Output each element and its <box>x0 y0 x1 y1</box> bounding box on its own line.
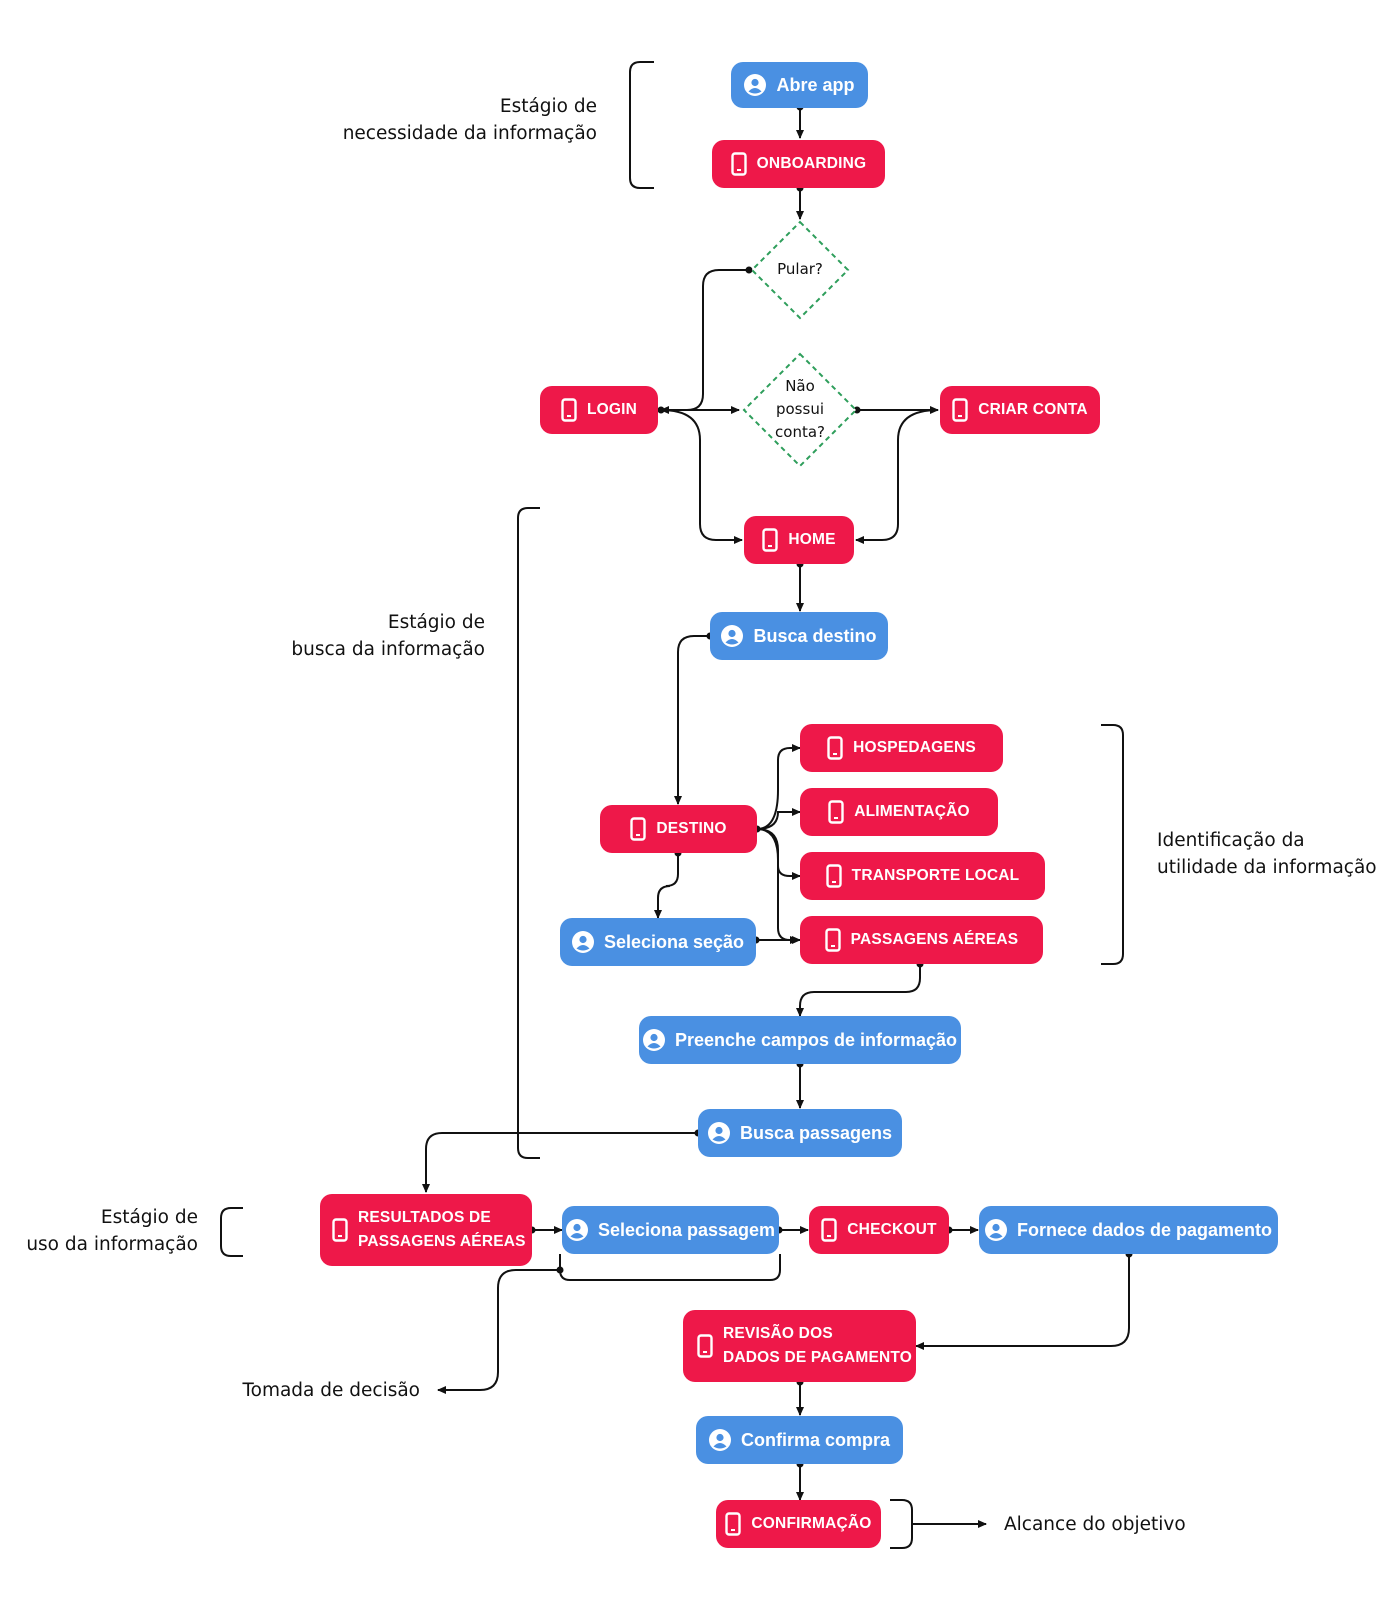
node-label: Abre app <box>776 75 855 95</box>
node-label: CRIAR CONTA <box>978 401 1088 418</box>
node-login: LOGIN <box>540 386 658 434</box>
edge-bracket-decisao <box>437 1269 560 1394</box>
node-label: REVISÃO DOS DADOS DE PAGAMENTO <box>723 1325 913 1366</box>
edge-pular-login <box>660 269 749 414</box>
user-icon <box>565 1219 588 1241</box>
decision-pular-shape <box>750 220 850 320</box>
node-busca-passagens: Busca passagens <box>698 1109 902 1157</box>
node-alimentacao: ALIMENTAÇÃO <box>800 788 998 836</box>
node-confirma-compra: Confirma compra <box>696 1416 903 1464</box>
node-label: Preenche campos de informação <box>674 1030 958 1050</box>
node-resultados-passagens-aereas: RESULTADOS DE PASSAGENS AÉREAS <box>320 1194 532 1266</box>
phone-icon <box>697 1334 713 1358</box>
bracket-use <box>220 1207 243 1257</box>
stage-utility-label: Identificação da utilidade da informação <box>1157 830 1377 878</box>
node-label: ONBOARDING <box>756 155 867 172</box>
node-label: LOGIN <box>586 401 638 418</box>
node-label: PASSAGENS AÉREAS <box>850 931 1019 948</box>
node-label: ALIMENTAÇÃO <box>854 803 970 820</box>
node-preenche-campos: Preenche campos de informação <box>639 1016 961 1064</box>
user-icon <box>708 1429 731 1451</box>
node-revisao-dados-pagamento: REVISÃO DOS DADOS DE PAGAMENTO <box>683 1310 916 1382</box>
user-icon <box>707 1122 730 1144</box>
node-onboarding: ONBOARDING <box>712 140 885 188</box>
edge-criarconta-home <box>855 409 939 544</box>
edge-buscadestino-destino <box>674 635 710 805</box>
outcome-goal-label: Alcance do objetivo <box>1004 1514 1186 1535</box>
node-confirmacao: CONFIRMAÇÃO <box>716 1500 881 1548</box>
bracket-need <box>629 61 654 189</box>
phone-icon <box>827 736 843 760</box>
bracket-search <box>517 507 540 1159</box>
phone-icon <box>824 928 841 952</box>
user-icon <box>984 1219 1007 1241</box>
phone-icon <box>762 528 779 552</box>
node-label: HOME <box>788 531 836 548</box>
node-label: CHECKOUT <box>847 1221 937 1238</box>
phone-icon <box>630 817 647 841</box>
edge-login-home <box>660 409 743 544</box>
node-label: Seleciona passagem <box>597 1220 776 1240</box>
user-icon <box>642 1029 665 1051</box>
node-label: DESTINO <box>656 820 727 837</box>
user-icon <box>571 931 594 953</box>
node-label: Confirma compra <box>740 1430 891 1450</box>
node-label: Busca passagens <box>739 1123 893 1143</box>
node-checkout: CHECKOUT <box>809 1206 949 1254</box>
node-transporte-local: TRANSPORTE LOCAL <box>800 852 1045 900</box>
decision-nao-possui-conta: Não possui conta? <box>775 377 825 441</box>
edge-destino-hospedagens <box>756 744 801 830</box>
node-abre-app: Abre app <box>731 62 868 108</box>
stage-search-label: Estágio de busca da informação <box>291 612 485 660</box>
node-label: CONFIRMAÇÃO <box>751 1515 872 1532</box>
node-label: HOSPEDAGENS <box>853 739 976 756</box>
node-criar-conta: CRIAR CONTA <box>940 386 1100 434</box>
node-seleciona-passagem: Seleciona passagem <box>562 1206 779 1254</box>
node-label: Fornece dados de pagamento <box>1016 1220 1273 1240</box>
node-label: RESULTADOS DE PASSAGENS AÉREAS <box>358 1209 526 1250</box>
phone-icon <box>561 398 577 422</box>
edge-destino-selecionasecao <box>654 853 679 919</box>
node-label: TRANSPORTE LOCAL <box>851 867 1020 884</box>
stage-use-label: Estágio de uso da informação <box>26 1207 198 1255</box>
phone-icon <box>828 800 844 824</box>
phone-icon <box>332 1218 348 1242</box>
bracket-utility <box>1101 724 1124 965</box>
edge-destino-alimentacao <box>756 808 801 830</box>
phone-icon <box>952 398 968 422</box>
node-busca-destino: Busca destino <box>710 612 888 660</box>
node-label: Busca destino <box>753 626 877 646</box>
decision-naopossui-shape <box>742 352 858 468</box>
user-icon <box>721 625 744 647</box>
decision-bracket <box>559 1254 781 1281</box>
outcome-decision-label: Tomada de decisão <box>242 1380 420 1401</box>
user-icon <box>744 74 767 96</box>
node-hospedagens: HOSPEDAGENS <box>800 724 1003 772</box>
phone-icon <box>825 864 842 888</box>
decision-pular: Pular? <box>777 260 823 278</box>
node-fornece-dados-pagamento: Fornece dados de pagamento <box>979 1206 1278 1254</box>
goal-bracket <box>890 1499 913 1549</box>
phone-icon <box>730 152 747 176</box>
edge-buscapassagens-resultados <box>422 1132 698 1193</box>
phone-icon <box>725 1512 742 1536</box>
node-destino: DESTINO <box>600 805 757 853</box>
node-label: Seleciona seção <box>603 932 745 952</box>
stage-need-label: Estágio de necessidade da informação <box>342 96 597 144</box>
node-seleciona-secao: Seleciona seção <box>560 918 756 966</box>
edge-fornece-revisao <box>915 1254 1130 1350</box>
edge-passagens-preenche <box>796 964 921 1017</box>
phone-icon <box>821 1218 837 1242</box>
node-passagens-aereas: PASSAGENS AÉREAS <box>800 916 1043 964</box>
node-home: HOME <box>744 516 854 564</box>
